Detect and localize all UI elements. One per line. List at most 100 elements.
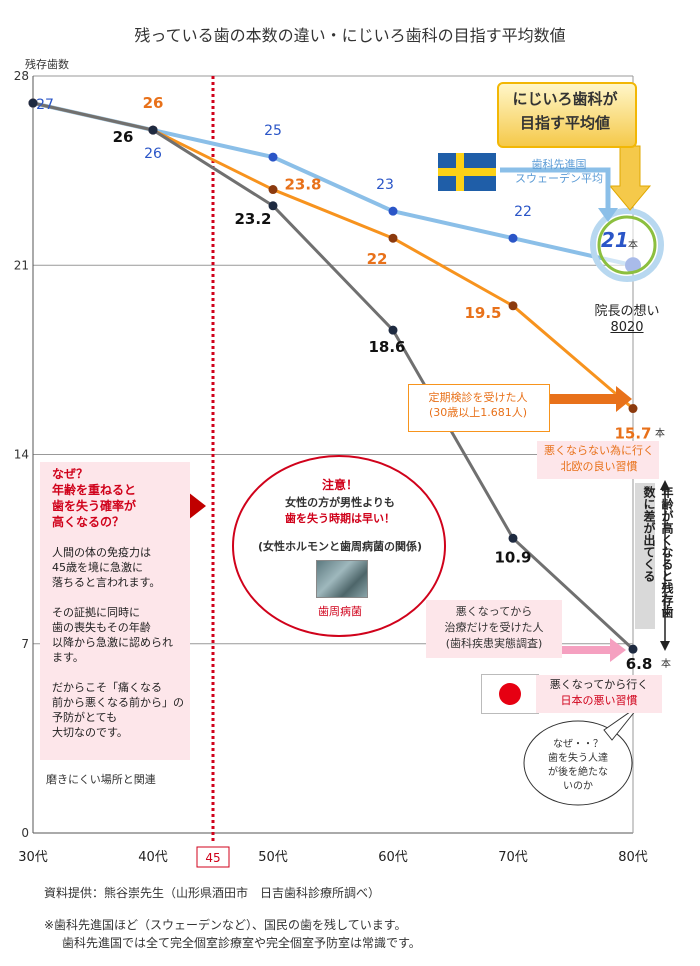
- x-tick-label: 60代: [378, 850, 408, 865]
- attention-line: (女性ホルモンと歯周病菌の関係): [257, 540, 423, 553]
- why-body-line: 以降から急激に認められ: [52, 636, 173, 649]
- director-wish: 院長の想い: [594, 304, 660, 319]
- unit-label: 本: [655, 427, 665, 440]
- data-point: [388, 233, 398, 243]
- treatment-arrow-icon: [610, 638, 626, 662]
- treatment-text: 悪くなってから 治療だけを受けた人 (歯科疾患実態調査): [428, 604, 560, 652]
- data-point: [508, 233, 518, 243]
- y-tick-label: 0: [21, 826, 29, 840]
- y-tick-label: 7: [21, 637, 29, 651]
- data-label: 23: [376, 177, 394, 193]
- footnote: 歯科先進国では全て完全個室診療室や完全個室予防室は常識です。: [62, 936, 421, 950]
- source-credit: 資料提供：熊谷崇先生（山形県酒田市 日吉歯科診療所調べ）: [44, 886, 381, 900]
- attention-line: 歯を失う時期は早い！: [285, 512, 395, 525]
- data-label: 23.8: [284, 176, 321, 194]
- bubble-line: が後を絶たな: [548, 767, 608, 778]
- bad-habit-text: 悪くなってから行く 日本の悪い習慣: [538, 677, 660, 709]
- why-body-line: だからこそ「痛くなる: [52, 681, 162, 694]
- data-label: 22: [514, 204, 532, 220]
- x-tick-label: 40代: [138, 850, 168, 865]
- regular-arrow-line: [548, 394, 618, 404]
- data-label: 26: [143, 94, 164, 112]
- x-tick-label: 80代: [618, 850, 648, 865]
- goal-unit: 本: [628, 240, 638, 251]
- sweden-line: 歯科先進国: [531, 158, 587, 171]
- sweden-arrow-icon: [598, 208, 618, 222]
- side-note-box: [635, 483, 655, 629]
- treatment-line: 治療だけを受けた人: [444, 621, 544, 634]
- why-body-line: 歯の喪失もその年齢: [52, 621, 151, 634]
- x-tick-label: 50代: [258, 850, 288, 865]
- goal-callout-text: にじいろ歯科が 目指す平均値: [503, 87, 627, 135]
- data-point: [268, 185, 278, 195]
- goal-callout: [497, 82, 637, 148]
- data-label: 18.6: [368, 338, 405, 356]
- why-body-line: その証拠に同時に: [52, 606, 140, 619]
- y-axis-label: 残存歯数: [25, 58, 69, 71]
- perio-label: 歯周病菌: [318, 605, 362, 618]
- data-label: 26: [113, 128, 134, 146]
- y-tick-label: 21: [14, 258, 29, 272]
- goal-arrow-icon: [608, 145, 652, 211]
- side-arrow-down-icon: [660, 641, 670, 651]
- data-point: [268, 201, 278, 211]
- japan-flag-icon: [481, 674, 539, 714]
- regular-checkup-text: 定期検診を受けた人 (30歳以上1.681人): [412, 390, 544, 420]
- y-tick-label: 14: [14, 448, 29, 462]
- sweden-arrow-line: [500, 167, 611, 210]
- why-box: [40, 462, 190, 760]
- why-body: 人間の体の免疫力は 45歳を境に急激に 落ちると言われます。 その証拠に同時に …: [52, 545, 192, 740]
- regular-line: (30歳以上1.681人): [428, 406, 528, 419]
- bad-habit-line: 日本の悪い習慣: [560, 694, 638, 707]
- regular-arrow-icon: [616, 386, 632, 412]
- goal-line: にじいろ歯科が: [512, 90, 618, 108]
- bubble-line: 歯を失う人達: [548, 753, 608, 764]
- side-arrow-up-icon: [660, 480, 670, 490]
- related-note: 磨きにくい場所と関連: [46, 773, 156, 786]
- regular-checkup-box: [408, 384, 550, 432]
- why-body-line: 前から悪くなる前から」の: [52, 696, 184, 709]
- data-point: [628, 404, 638, 414]
- speech-bubble: [523, 720, 633, 806]
- why-body-line: 落ちると言われます。: [52, 576, 161, 589]
- bubble-text: なぜ・・？ 歯を失う人達 が後を絶たな いのか: [532, 738, 624, 794]
- data-point: [388, 206, 398, 216]
- director-8020: 8020: [572, 320, 682, 335]
- data-label: 23.2: [234, 210, 271, 228]
- data-label: 10.9: [494, 548, 531, 566]
- data-label: 26: [144, 146, 162, 162]
- why-body-line: ます。: [52, 651, 84, 664]
- age-45-box: [196, 846, 230, 868]
- data-point: [508, 301, 518, 311]
- bubble-line: なぜ・・？: [553, 739, 603, 750]
- attention-title: 注意！: [321, 478, 358, 492]
- goal-line: 目指す平均値: [519, 114, 610, 132]
- bad-habit-line: 悪くなってから行く: [549, 678, 649, 691]
- director-8020-text: 8020: [610, 320, 644, 335]
- x-tick-label: 70代: [498, 850, 528, 865]
- attention-circle: [232, 455, 446, 637]
- sweden-label: 歯科先進国 スウェーデン平均: [500, 158, 618, 186]
- why-q-line: 高くなるの？: [52, 515, 125, 529]
- why-body-line: 予防がとても: [52, 711, 118, 724]
- treatment-line: 悪くなってから: [455, 605, 533, 618]
- why-body-line: 大切なのです。: [52, 726, 128, 739]
- data-label: 27: [36, 97, 54, 113]
- data-label: 19.5: [464, 304, 501, 322]
- series-line: [32, 101, 634, 410]
- data-point: [148, 125, 158, 135]
- why-question: なぜ？ 年齢を重ねると 歯を失う確率が 高くなるの？: [52, 466, 182, 530]
- data-label: 22: [367, 250, 388, 268]
- sweden-flag-icon: [438, 153, 496, 191]
- series-line: [32, 101, 635, 651]
- data-point: [268, 152, 278, 162]
- goal-value: 21: [601, 228, 629, 252]
- data-label: 25: [264, 123, 282, 139]
- why-q-line: なぜ？: [52, 467, 89, 481]
- good-habit-line: 北欧の良い習慣: [560, 460, 638, 473]
- x-tick-label: 30代: [18, 850, 48, 865]
- why-q-line: 年齢を重ねると: [52, 483, 137, 497]
- attention-line: 女性の方が男性よりも: [285, 496, 395, 509]
- footnote: ※歯科先進国ほど（スウェーデンなど）、国民の歯を残しています。: [44, 918, 407, 932]
- side-note: 年齢が高くなると残存歯数に差が出てくる: [642, 486, 674, 618]
